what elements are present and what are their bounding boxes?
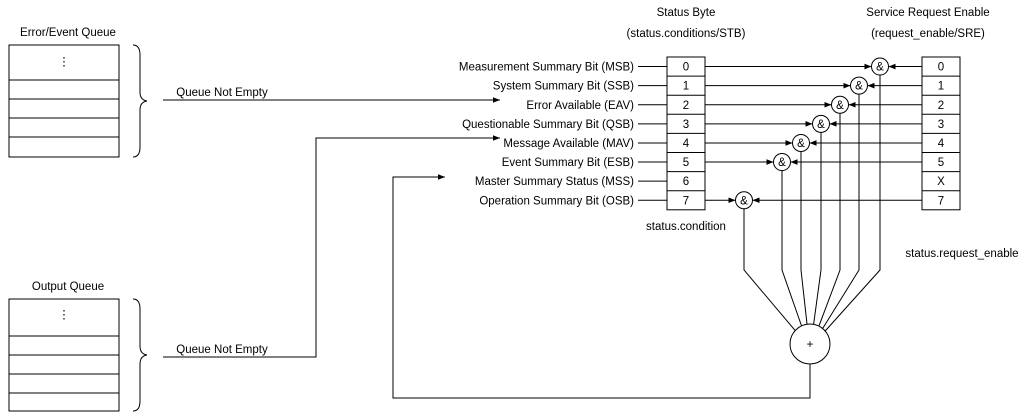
and-gate-symbol: & [817, 119, 825, 131]
status-bit-1: 1 [683, 81, 689, 93]
sre-bit-6: X [937, 176, 945, 188]
or-gate [789, 323, 831, 365]
and-gate-symbol: & [876, 62, 884, 74]
or-gate-symbol: + [807, 339, 814, 351]
error-event-queue-stack: ⋮ [8, 44, 120, 158]
status-bit-label-4: Message Available (MAV) [503, 138, 634, 150]
status-bit-4: 4 [683, 138, 690, 150]
sre-bit-7: 7 [938, 195, 944, 207]
and-gate-symbol: & [740, 195, 748, 207]
status-bit-label-7: Operation Summary Bit (OSB) [479, 195, 634, 207]
gate-to-or-line [818, 113, 841, 327]
status-bit-label-6: Master Summary Status (MSS) [475, 176, 634, 188]
gate-to-or-line [743, 208, 796, 331]
gate-to-or-line [800, 151, 808, 325]
and-gate-symbol: & [797, 138, 805, 150]
output-queue-title: Output Queue [32, 281, 104, 293]
status-byte-title: Status Byte [657, 7, 716, 19]
gate-to-or-line [781, 170, 803, 327]
output-queue-brace [132, 298, 148, 412]
and-gate-symbol: & [778, 157, 786, 169]
status-bit-label-2: Error Available (EAV) [526, 100, 634, 112]
status-bit-0: 0 [683, 62, 689, 74]
status-condition-label: status.condition [646, 221, 726, 233]
service-request-enable-subtitle: (request_enable/SRE) [871, 28, 985, 40]
status-bit-2: 2 [683, 100, 689, 112]
sre-bit-5: 5 [938, 157, 944, 169]
sre-bit-4: 4 [938, 138, 945, 150]
sre-bit-3: 3 [938, 119, 944, 131]
sre-bit-1: 1 [938, 81, 944, 93]
output-queue-not-empty-label: Queue Not Empty [176, 344, 268, 356]
status-bit-7: 7 [683, 195, 689, 207]
master-summary-feedback-line [392, 174, 811, 399]
status-request-enable-label: status.request_enable [905, 248, 1018, 260]
error-event-queue-title: Error/Event Queue [20, 27, 116, 39]
and-gate-symbol: & [836, 100, 844, 112]
gate-to-or-line [822, 94, 860, 329]
gate-to-or-line [813, 132, 822, 325]
status-bit-3: 3 [683, 119, 689, 131]
status-bit-6: 6 [683, 176, 689, 188]
sre-bit-0: 0 [938, 62, 944, 74]
error-event-queue-ellipsis: ⋮ [58, 56, 70, 68]
sre-bit-2: 2 [938, 100, 944, 112]
output-queue-ellipsis: ⋮ [58, 309, 70, 321]
register-and-gates: 0 Measurement Summary Bit (MSB) 0 & 1 System … [459, 56, 961, 332]
error-queue-brace [132, 44, 148, 158]
status-bit-5: 5 [683, 157, 689, 169]
service-request-enable-title: Service Request Enable [866, 7, 989, 19]
output-queue-stack: ⋮ [8, 298, 120, 412]
status-bit-label-1: System Summary Bit (SSB) [493, 81, 634, 93]
gate-to-or-line [824, 75, 881, 332]
and-gate-symbol: & [855, 81, 863, 93]
status-bit-label-5: Event Summary Bit (ESB) [502, 157, 634, 169]
status-byte-subtitle: (status.conditions/STB) [627, 28, 746, 40]
message-available-arrow [163, 135, 500, 358]
status-bit-label-3: Questionable Summary Bit (QSB) [462, 119, 634, 131]
error-queue-not-empty-label: Queue Not Empty [176, 87, 268, 99]
status-bit-label-0: Measurement Summary Bit (MSB) [459, 62, 634, 74]
